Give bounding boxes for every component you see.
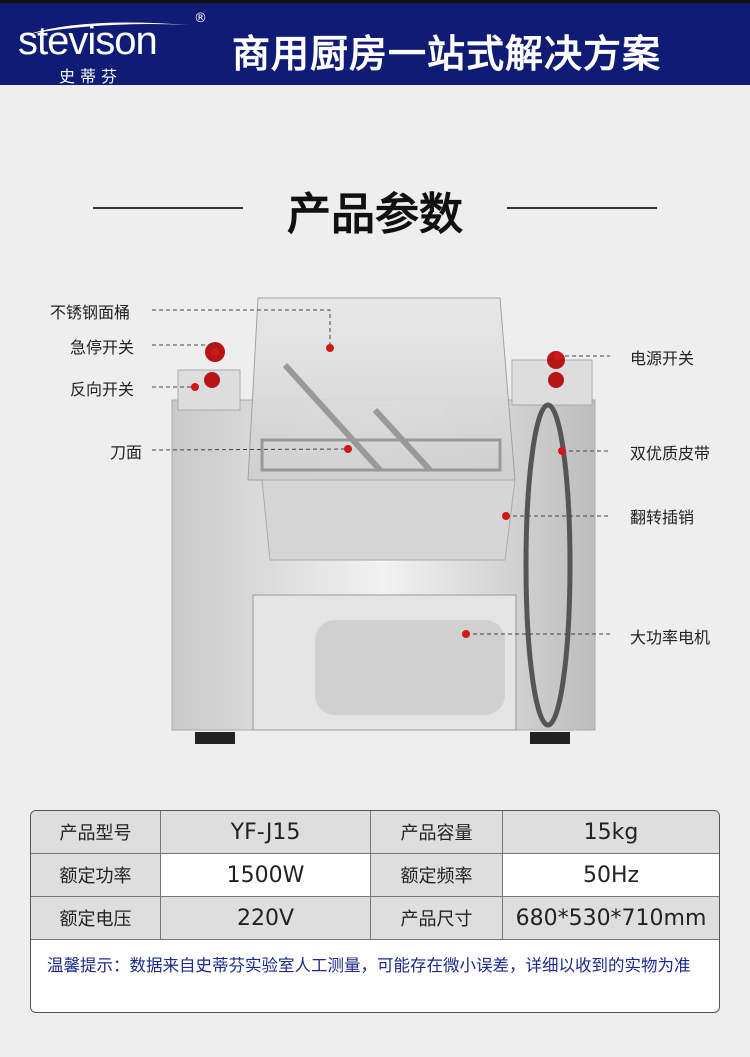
- logo-swoosh-icon: [29, 22, 189, 34]
- spec-label: 产品型号: [31, 811, 161, 853]
- callout-dot: [558, 447, 566, 455]
- callout-dot: [191, 383, 199, 391]
- title-rule-right: [507, 207, 657, 209]
- table-row: 额定电压 220V 产品尺寸 680*530*710mm: [31, 897, 719, 940]
- title-rule-left: [93, 207, 243, 209]
- spec-value: 15kg: [503, 811, 719, 853]
- disclaimer-note: 温馨提示：数据来自史蒂芬实验室人工测量，可能存在微小误差，详细以收到的实物为准: [47, 956, 691, 975]
- spec-value: 680*530*710mm: [503, 897, 719, 939]
- logo-wordmark: stevison: [18, 19, 158, 63]
- brand-logo: stevison ® 史蒂芬: [14, 11, 214, 86]
- callout-dot: [554, 352, 562, 360]
- registered-mark: ®: [194, 11, 207, 26]
- callout-dot: [211, 348, 219, 356]
- spec-value: 1500W: [161, 854, 371, 896]
- callout-tilt-pin: 翻转插销: [630, 508, 695, 527]
- table-row: 产品型号 YF-J15 产品容量 15kg: [31, 811, 719, 854]
- spec-label: 额定功率: [31, 854, 161, 896]
- table-row: 额定功率 1500W 额定频率 50Hz: [31, 854, 719, 897]
- callout-belt: 双优质皮带: [630, 444, 711, 463]
- spec-label: 产品尺寸: [371, 897, 503, 939]
- callout-power-switch: 电源开关: [630, 349, 695, 368]
- callout-reverse-switch: 反向开关: [70, 380, 135, 399]
- dough-mixer-illustration: [151, 297, 610, 744]
- callout-dot: [344, 445, 352, 453]
- spec-label: 额定电压: [31, 897, 161, 939]
- spec-value: 220V: [161, 897, 371, 939]
- callout-dot: [502, 512, 510, 520]
- callout-dot: [462, 630, 470, 638]
- callout-dot: [326, 344, 334, 352]
- spec-label: 产品容量: [371, 811, 503, 853]
- callout-motor: 大功率电机: [630, 628, 711, 647]
- spec-value: 50Hz: [582, 862, 640, 888]
- logo-chinese: 史蒂芬: [59, 67, 123, 86]
- slogan: 商用厨房一站式解决方案: [232, 32, 662, 76]
- spec-label: 额定频率: [371, 854, 503, 896]
- header-banner: stevison ® 史蒂芬 商用厨房一站式解决方案: [0, 0, 750, 86]
- spec-table: 产品型号 YF-J15 产品容量 15kg 额定功率 1500W 额定频率 50…: [30, 810, 720, 1013]
- spec-value: YF-J15: [161, 811, 371, 853]
- callout-blade: 刀面: [110, 443, 143, 462]
- callout-steel-bowl: 不锈钢面桶: [50, 303, 131, 322]
- section-title: 产品参数: [287, 189, 463, 240]
- callout-emergency-stop: 急停开关: [70, 338, 135, 357]
